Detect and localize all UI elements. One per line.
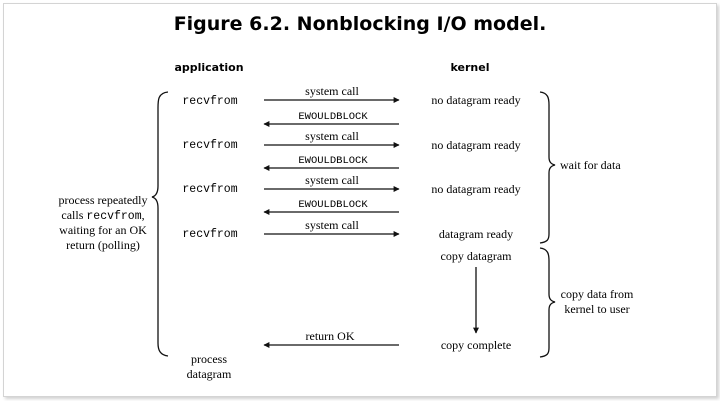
copy-data-label-line-2: kernel to user bbox=[564, 302, 629, 316]
system-call-label-3: system call bbox=[305, 173, 359, 187]
ewouldblock-label-2: EWOULDBLOCK bbox=[298, 155, 368, 167]
kernel-state-2: no datagram ready bbox=[431, 138, 520, 152]
left-note-line-2: calls recvfrom, bbox=[61, 208, 144, 223]
recvfrom-call-2: recvfrom bbox=[182, 139, 237, 152]
wait-for-data-label: wait for data bbox=[560, 158, 621, 172]
application-column-header: application bbox=[174, 61, 243, 74]
copy-complete-label: copy complete bbox=[441, 338, 511, 352]
wait-for-data-brace bbox=[539, 91, 556, 244]
copy-datagram-label: copy datagram bbox=[441, 249, 513, 263]
kernel-state-1: no datagram ready bbox=[431, 93, 520, 107]
return-ok-label: return OK bbox=[306, 329, 355, 343]
left-note-line-1: process repeatedly bbox=[59, 193, 148, 207]
copy-data-label-line-1: copy data from bbox=[561, 287, 634, 301]
left-note-line-3: waiting for an OK bbox=[59, 223, 147, 237]
left-note-recvfrom-code: recvfrom bbox=[86, 210, 141, 223]
copy-data-brace bbox=[539, 247, 556, 358]
system-call-label-1: system call bbox=[305, 84, 359, 98]
process-datagram-line-1: process bbox=[191, 352, 227, 366]
kernel-state-4: datagram ready bbox=[439, 227, 513, 241]
kernel-state-3: no datagram ready bbox=[431, 182, 520, 196]
recvfrom-call-1: recvfrom bbox=[182, 95, 237, 108]
figure-frame bbox=[3, 3, 717, 397]
recvfrom-call-4: recvfrom bbox=[182, 228, 237, 241]
kernel-column-header: kernel bbox=[451, 61, 490, 74]
figure-title: Figure 6.2. Nonblocking I/O model. bbox=[174, 13, 547, 35]
left-brace bbox=[151, 91, 169, 357]
ewouldblock-label-1: EWOULDBLOCK bbox=[298, 111, 368, 123]
recvfrom-call-3: recvfrom bbox=[182, 183, 237, 196]
ewouldblock-label-3: EWOULDBLOCK bbox=[298, 199, 368, 211]
left-note-line-4: return (polling) bbox=[66, 238, 140, 252]
process-datagram-line-2: datagram bbox=[187, 367, 232, 381]
system-call-label-2: system call bbox=[305, 129, 359, 143]
system-call-label-4: system call bbox=[305, 218, 359, 232]
